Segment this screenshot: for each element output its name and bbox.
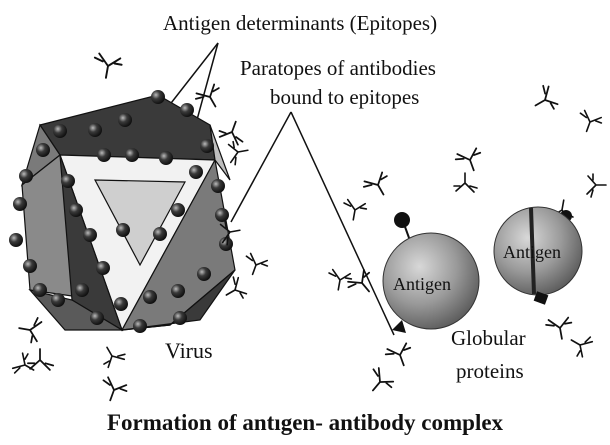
- paratope-pointer-lines: [231, 112, 394, 335]
- globular-label-line2: proteins: [456, 359, 524, 383]
- figure-caption: Formation of antıgen- antibody complex: [107, 410, 504, 435]
- virus-label: Virus: [165, 338, 213, 363]
- paratopes-label-line2: bound to epitopes: [270, 85, 419, 109]
- globular-label-line1: Globular: [451, 326, 526, 350]
- antigen-label-left: Antigen: [393, 274, 451, 294]
- antigen-label-right: Antigen: [503, 242, 561, 262]
- antigen-sphere-left: [383, 212, 479, 333]
- epitopes-label: Antigen determinants (Epitopes): [163, 11, 437, 35]
- paratopes-label-line1: Paratopes of antibodies: [240, 56, 436, 80]
